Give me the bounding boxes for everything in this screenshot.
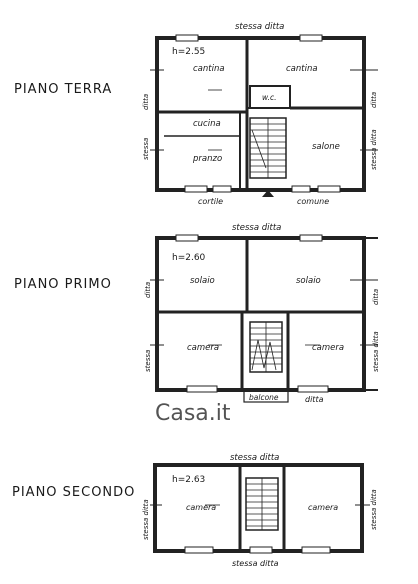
ground-bottom-comune: comune <box>297 197 329 206</box>
second-height: h=2.63 <box>172 475 205 485</box>
second-left-neighbor: stessa ditta <box>142 499 150 540</box>
second-room-camera-2: camera <box>308 503 338 512</box>
floor-label-ground: PIANO TERRA <box>14 82 113 97</box>
ground-outer-wall <box>155 36 366 192</box>
ground-left-lower-neighbor: stessa <box>142 138 150 160</box>
ground-floor-plan <box>150 34 378 197</box>
first-right-lower-neighbor: stessa ditta <box>372 331 380 372</box>
ground-right-neighbor: ditta <box>370 92 378 108</box>
first-floor-plan <box>150 234 378 403</box>
first-bottom-right-neighbor: ditta <box>305 395 324 404</box>
ground-room-cucina: cucina <box>193 119 221 129</box>
second-bottom-neighbor: stessa ditta <box>232 559 279 568</box>
first-right-neighbor: ditta <box>372 289 380 305</box>
ground-room-salone: salone <box>312 142 340 152</box>
ground-bottom-cortile: cortile <box>198 197 223 206</box>
first-room-solaio-1: solaio <box>190 276 215 286</box>
floor-label-second: PIANO SECONDO <box>12 485 136 500</box>
first-left-neighbor: ditta <box>144 282 152 298</box>
first-room-solaio-2: solaio <box>296 276 321 286</box>
second-right-neighbor: stessa ditta <box>370 489 378 530</box>
ground-left-neighbor: ditta <box>142 94 150 110</box>
first-top-neighbor: stessa ditta <box>232 223 281 233</box>
ground-room-cantina-2: cantina <box>286 64 318 74</box>
first-height: h=2.60 <box>172 253 206 263</box>
first-room-camera-2: camera <box>312 343 344 353</box>
ground-height: h=2.55 <box>172 47 205 57</box>
ground-room-wc: w.c. <box>262 93 277 102</box>
second-top-neighbor: stessa ditta <box>230 453 279 463</box>
ground-right-lower-neighbor: stessa ditta <box>370 129 378 170</box>
first-balcone: balcone <box>249 393 279 402</box>
first-room-camera-1: camera <box>187 343 219 353</box>
second-room-camera-1: camera <box>186 503 216 512</box>
second-floor-plan <box>150 463 370 554</box>
watermark: Casa.it <box>155 401 231 426</box>
first-left-lower-neighbor: stessa <box>144 350 152 372</box>
ground-top-neighbor: stessa ditta <box>235 22 284 32</box>
ground-room-cantina-1: cantina <box>193 64 225 74</box>
ground-room-pranzo: pranzo <box>192 154 222 164</box>
floor-label-first: PIANO PRIMO <box>14 277 112 292</box>
